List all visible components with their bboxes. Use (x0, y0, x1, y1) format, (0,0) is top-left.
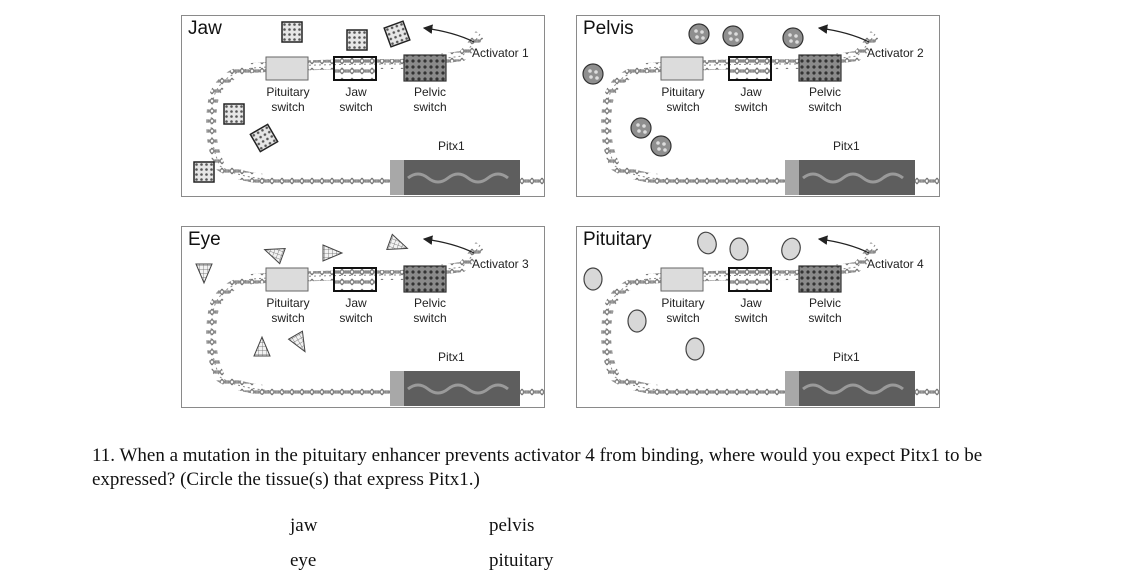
panel-diagram (582, 23, 939, 195)
jaw-switch-box (728, 267, 772, 292)
panel-title: Pelvis (583, 18, 634, 39)
jaw-switch-box (333, 56, 377, 81)
option-eye[interactable]: eye (290, 550, 317, 571)
pitx1-label: Pitx1 (438, 139, 465, 153)
activator-arrow (817, 235, 870, 254)
pitx1-label: Pitx1 (833, 350, 860, 364)
dna-strand (206, 31, 544, 186)
option-pituitary[interactable]: pituitary (489, 550, 554, 571)
pitx1-gene-box (799, 160, 915, 195)
pitx1-gene-box (404, 160, 520, 195)
pitx1-gene-box (799, 371, 915, 406)
panel-title: Eye (188, 229, 221, 250)
activator-label: Activator 2 (867, 46, 924, 60)
jaw-switch-box (728, 56, 772, 81)
activator-label: Activator 3 (472, 257, 529, 271)
pelvic-switch-box (403, 265, 447, 293)
pitx1-label: Pitx1 (438, 350, 465, 364)
panel-diagram (193, 20, 544, 195)
pelvic-switch-box (798, 54, 842, 82)
activator-label: Activator 1 (472, 46, 529, 60)
dna-strand (601, 31, 939, 186)
pelvic-switch-box (798, 265, 842, 293)
question-text: 11. When a mutation in the pituitary enh… (92, 445, 983, 490)
dna-strand (601, 242, 939, 397)
activator-arrow (422, 24, 475, 43)
panel-diagram (583, 231, 939, 406)
panel-diagram (195, 233, 544, 406)
pituitary-switch-box (660, 267, 704, 292)
pelvic-switch-box (403, 54, 447, 82)
panel-title: Jaw (188, 18, 222, 39)
activator-label: Activator 4 (867, 257, 924, 271)
pituitary-switch-box (265, 56, 309, 81)
pitx1-gene-box (404, 371, 520, 406)
activator-arrow (817, 24, 870, 43)
activator-arrow (422, 235, 475, 254)
option-jaw[interactable]: jaw (290, 515, 318, 536)
jaw-switch-box (333, 267, 377, 292)
pituitary-switch-box (660, 56, 704, 81)
option-pelvis[interactable]: pelvis (489, 515, 535, 536)
pitx1-label: Pitx1 (833, 139, 860, 153)
pituitary-switch-box (265, 267, 309, 292)
dna-strand (206, 242, 544, 397)
panel-title: Pituitary (583, 229, 652, 250)
